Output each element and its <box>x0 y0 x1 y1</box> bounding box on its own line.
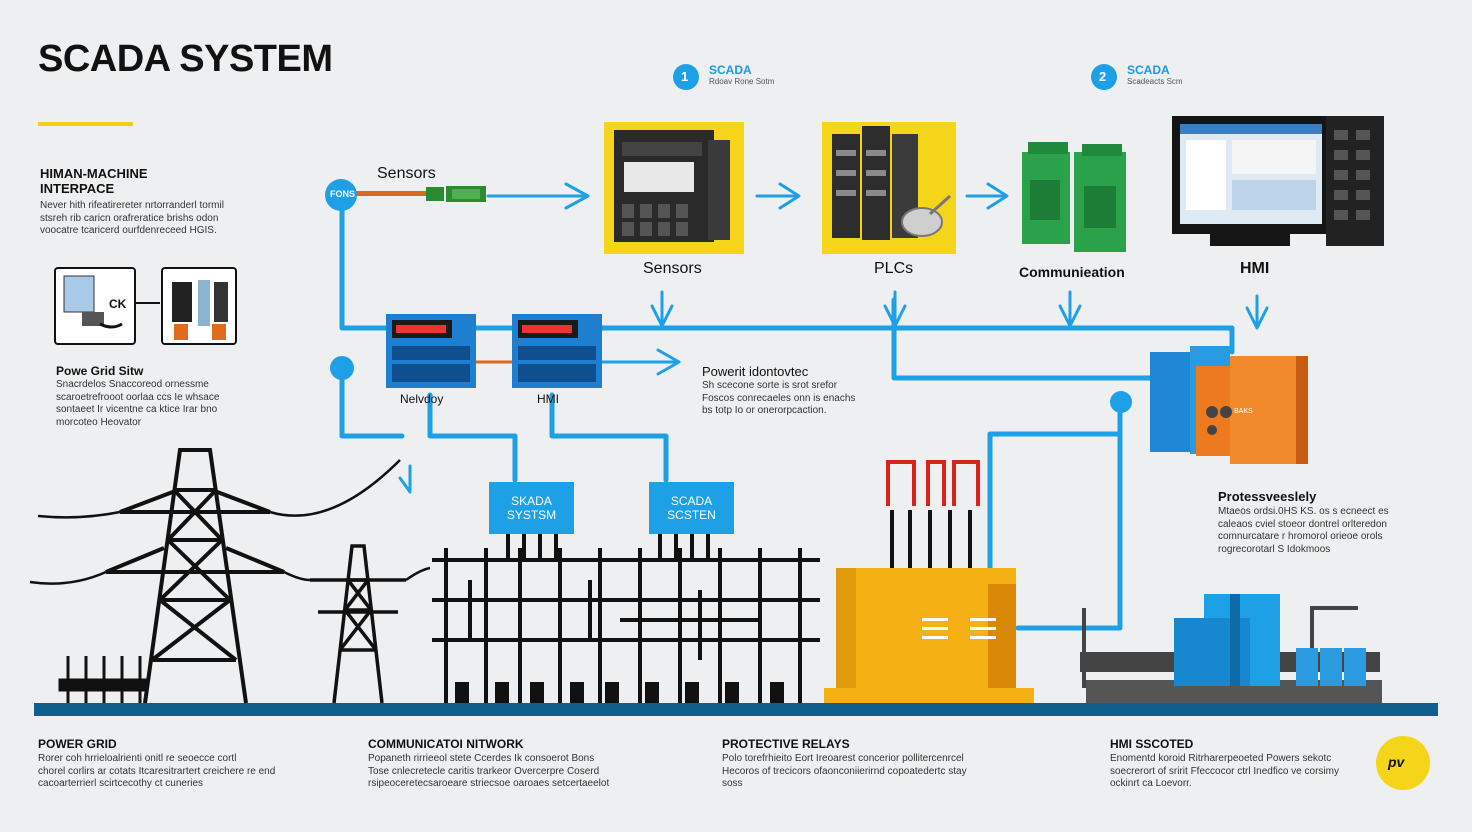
device-label-hmi: HMI <box>1240 260 1270 277</box>
control-station-icon <box>1080 594 1382 703</box>
bottom-hmi-body: Enomentd koroid Ritrharerpeoeted Powers … <box>1110 753 1339 789</box>
module-label-network: Nelvdoy <box>400 392 444 406</box>
bottom-communication-body: Popaneth rirrieeol stete Ccerdes Ik cons… <box>368 753 610 789</box>
device-label-sensors: Sensors <box>643 260 702 277</box>
power-lines <box>29 459 431 585</box>
relay-contacts-red <box>886 460 980 506</box>
hmi-intro-heading-2: INTERPACE <box>40 181 115 196</box>
protective-sidebar-body: Mtaeos ordsi.0HS KS. os s ecneect es cal… <box>1218 506 1389 555</box>
transformer-icon <box>824 568 1034 703</box>
title-underline <box>38 122 133 126</box>
relay-cabinet-icon <box>1150 346 1308 464</box>
sensor-device-icon <box>604 122 744 254</box>
step-2-number: 2 <box>1099 69 1107 84</box>
step-1-subtitle: Rdoav Rone Sotm <box>709 77 775 86</box>
device-label-communication: Communieation <box>1019 264 1125 280</box>
probe-box-right <box>161 267 237 345</box>
scada-box-1-shape <box>489 482 574 534</box>
brand-badge-circle <box>1376 736 1430 790</box>
page-title: SCADA SYSTEM <box>38 38 333 80</box>
substation-left-icon <box>58 656 148 703</box>
probe-box-left <box>54 267 136 345</box>
hmi-module-icon <box>512 314 602 388</box>
module-label-hmi: HMI <box>537 392 559 406</box>
power-monitor-heading: Powerit idontovtec <box>702 364 809 379</box>
step-2-subtitle: Scadeacts Scm <box>1127 77 1183 86</box>
step-2-title: SCADA <box>1127 63 1170 77</box>
bushing-icons <box>890 510 972 568</box>
transmission-tower-large <box>105 448 285 704</box>
node-circle-right <box>1110 391 1132 413</box>
bottom-relays-body: Polo torefrhieito Eort Ireoarest conceri… <box>722 753 967 789</box>
fons-label: FONS <box>330 189 356 199</box>
bottom-power-grid-body: Rorer coh hrrieloalrienti onitl re seoec… <box>38 753 276 789</box>
substation-feet <box>455 682 784 703</box>
device-label-plcs: PLCs <box>874 260 914 277</box>
node-circle-left <box>330 356 354 380</box>
bottom-hmi-heading: HMI SSCOTED <box>1110 737 1194 751</box>
scada-box-2-shape <box>649 482 734 534</box>
power-grid-story-heading: Powe Grid Sitw <box>56 364 144 378</box>
sensor-top-label: Sensors <box>377 165 436 182</box>
scada-box-1-text: SKADA SYSTSM <box>506 494 557 522</box>
ck-label: CK <box>109 297 127 311</box>
plc-device-icon <box>822 122 956 254</box>
hmi-intro-body: Never hith rifeatirereter nrtorranderl t… <box>40 200 224 236</box>
flow-arrows <box>398 182 1269 494</box>
bottom-relays-heading: PROTECTIVE RELAYS <box>722 737 850 751</box>
fons-node-circle <box>325 179 357 211</box>
step-1-number: 1 <box>681 69 689 84</box>
communication-module-icon <box>1022 142 1126 252</box>
bottom-power-grid-heading: POWER GRID <box>38 737 117 751</box>
step-1-circle <box>673 64 699 90</box>
hmi-intro-heading-1: HIMAN-MACHINE <box>40 166 148 181</box>
hmi-monitor-icon <box>1172 116 1384 246</box>
step-2-circle <box>1091 64 1117 90</box>
relay-cabinet-label: BAKS <box>1234 408 1253 415</box>
substation-grid <box>432 534 820 703</box>
step-1-title: SCADA <box>709 63 752 77</box>
transmission-tower-small <box>310 544 406 704</box>
protective-sidebar-heading: Protessveeslely <box>1218 489 1317 504</box>
scada-box-2-text: SCADA SCSTEN <box>667 494 716 522</box>
power-grid-story-body: Snacrdelos Snaccoreod ornessme scaroetre… <box>56 379 220 428</box>
sensor-probe-icon <box>356 186 486 202</box>
power-monitor-body: Sh scecone sorte is srot srefor Foscos c… <box>702 380 856 416</box>
ground-bar <box>34 703 1438 716</box>
bottom-communication-heading: COMMUNICATOI NITWORK <box>368 737 524 751</box>
network-module-icon <box>386 314 476 388</box>
brand-badge-text: pv <box>1388 754 1405 770</box>
